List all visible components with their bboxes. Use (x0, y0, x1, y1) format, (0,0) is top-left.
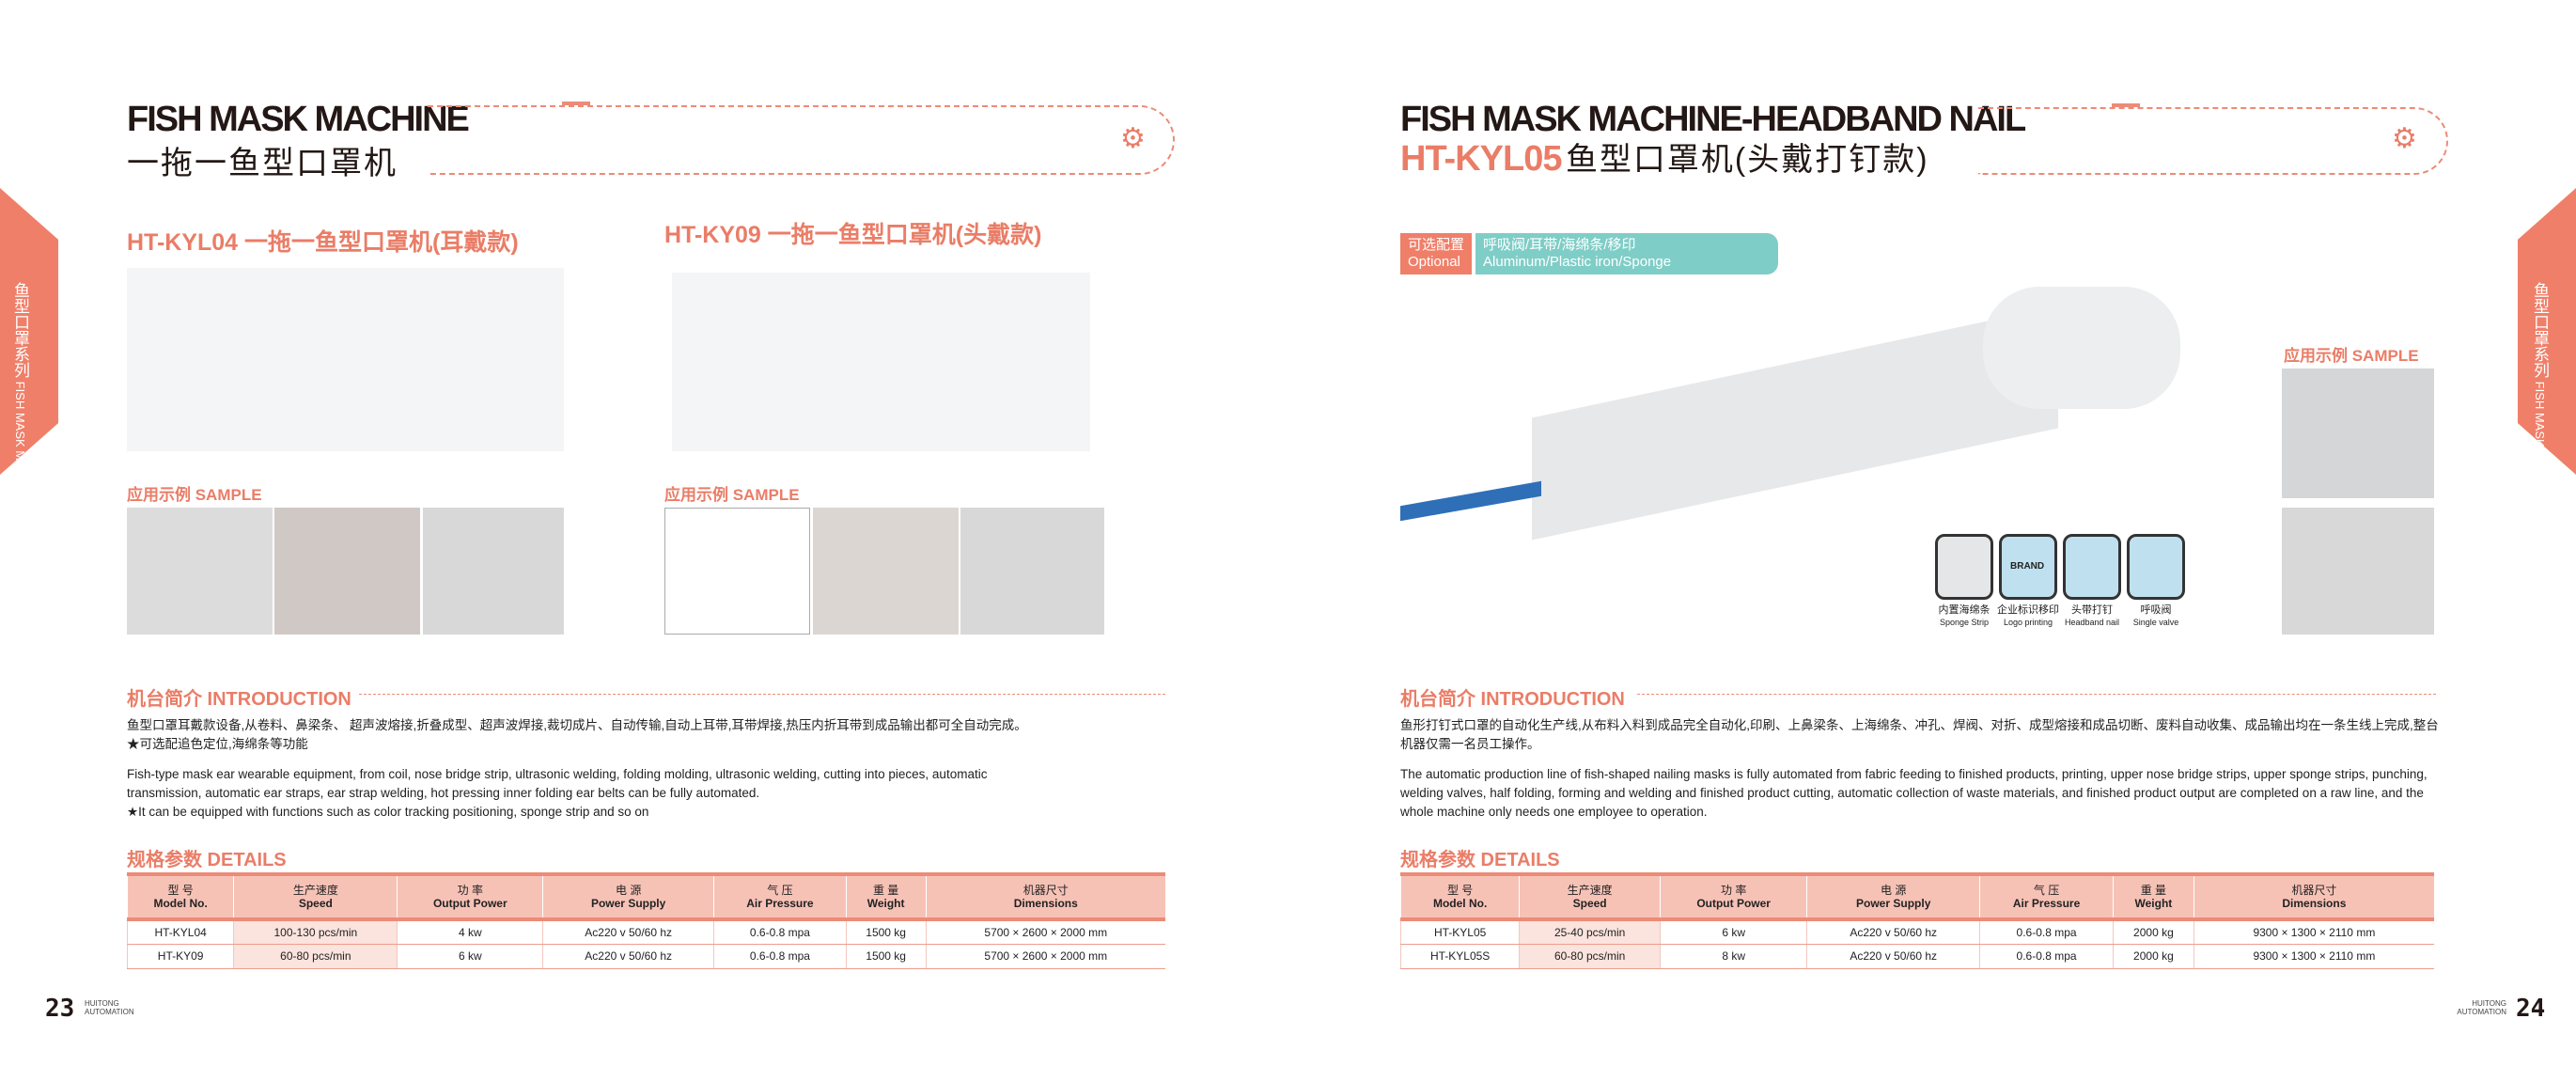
sample-image (2282, 508, 2434, 635)
model-heading: HT-KYL04 一拖一鱼型口罩机(耳戴款) (127, 229, 519, 256)
intro-text-cn: 鱼形打钉式口罩的自动化生产线,从布料入料到成品完全自动化,印刷、上鼻梁条、上海绵… (1400, 718, 2439, 751)
divider (1637, 694, 2436, 695)
sponge-strip-icon (1935, 534, 1993, 600)
logo-printing-icon: BRAND (1999, 534, 2057, 600)
decorative-dashed-loop (1978, 107, 2448, 175)
feature-label: 内置海绵条 (1938, 604, 1991, 616)
sample-image (127, 508, 273, 635)
divider (359, 694, 1165, 695)
intro-text-en: Fish-type mask ear wearable equipment, f… (127, 767, 988, 800)
model-heading: HT-KY09 一拖一鱼型口罩机(头戴款) (664, 222, 1042, 248)
sample-image (960, 508, 1104, 635)
side-tab-cn: 鱼型口罩系列 (2531, 282, 2549, 378)
sample-image (664, 508, 810, 635)
sample-image (274, 508, 420, 635)
sample-image (813, 508, 959, 635)
page-title-cn: 鱼型口罩机(头戴打钉款) (1565, 142, 1929, 178)
sample-label: 应用示例 SAMPLE (2284, 347, 2419, 365)
machine-image-kyl05 (1400, 287, 2199, 559)
page-title-cn: 一拖一鱼型口罩机 (127, 146, 398, 181)
headband-nail-icon (2063, 534, 2121, 600)
intro-text-en-star: ★It can be equipped with functions such … (127, 805, 649, 819)
intro-text-cn: 鱼型口罩耳戴款设备,从卷料、鼻梁条、 超声波熔接,折叠成型、超声波焊接,裁切成片… (127, 718, 1027, 732)
feature-label: 呼吸阀 (2140, 604, 2172, 616)
gear-icon: ⚙ (1120, 123, 1146, 154)
machine-image-ky09 (672, 273, 1090, 451)
model-code: HT-KYL05 (1400, 139, 1562, 179)
sample-label: 应用示例 SAMPLE (664, 486, 800, 504)
page-number: 24 (2516, 995, 2546, 1023)
side-tab-left: 鱼型口罩系列 FISH MASK MACHINE (0, 188, 58, 475)
side-tab-cn: 鱼型口罩系列 (11, 282, 29, 378)
intro-text-cn-star: ★可选配追色定位,海绵条等功能 (127, 737, 308, 751)
page-title: FISH MASK MACHINE-HEADBAND NAIL (1400, 100, 2026, 139)
feature-label: 企业标识移印 (1997, 604, 2059, 616)
intro-heading: 机台简介 INTRODUCTION (127, 689, 351, 710)
side-tab-en: FISH MASK MACHINE (2533, 381, 2547, 508)
feature-label: 头带打钉 (2071, 604, 2113, 616)
intro-text-en: The automatic production line of fish-sh… (1400, 767, 2428, 819)
arrow-left-icon (2112, 103, 2140, 107)
single-valve-icon (2127, 534, 2185, 600)
side-tab-right: 鱼型口罩系列 FISH MASK MACHINE (2518, 188, 2576, 475)
sample-image (423, 508, 564, 635)
sample-image (2282, 368, 2434, 498)
details-heading: 规格参数 DETAILS (1400, 850, 1560, 870)
decorative-dashed-loop (428, 105, 1175, 175)
intro-heading: 机台简介 INTRODUCTION (1400, 689, 1625, 710)
machine-image-kyl04 (127, 268, 564, 451)
page-title: FISH MASK MACHINE (127, 100, 470, 139)
arrow-left-icon (562, 102, 590, 105)
gear-icon: ⚙ (2392, 123, 2417, 154)
side-tab-en: FISH MASK MACHINE (13, 381, 27, 508)
details-heading: 规格参数 DETAILS (127, 850, 287, 870)
sample-label: 应用示例 SAMPLE (127, 486, 262, 504)
page-number: 23 (45, 995, 75, 1023)
